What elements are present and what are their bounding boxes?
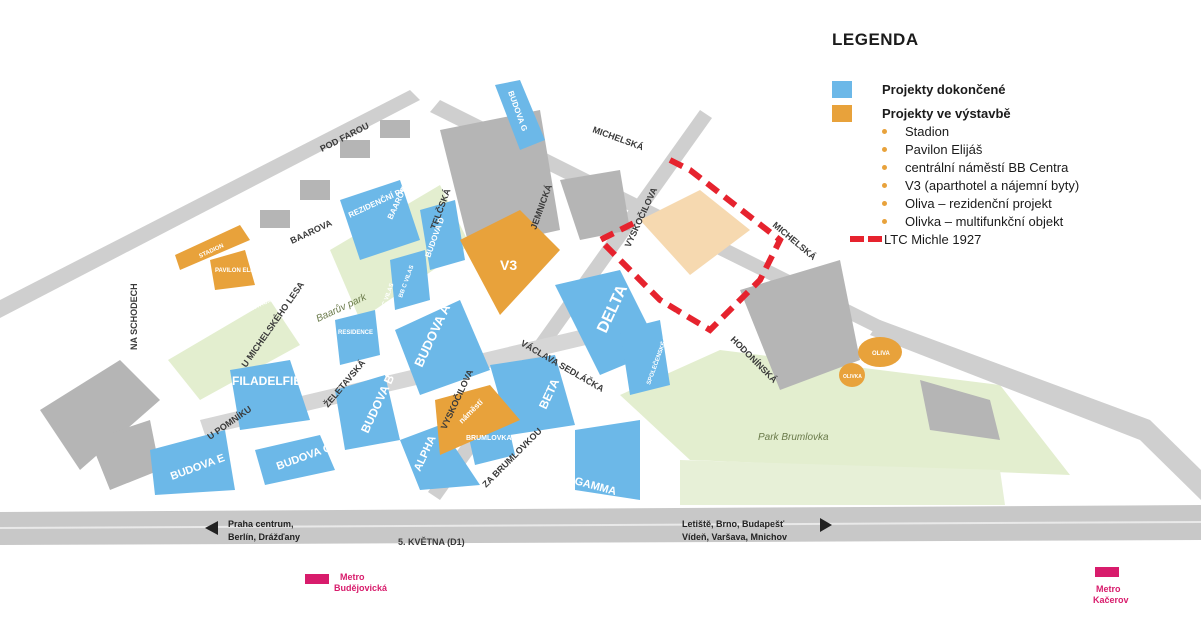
legend-title: LEGENDA bbox=[832, 30, 919, 49]
metro-left-2: Budějovická bbox=[334, 583, 388, 593]
legend-item: Pavilon Elijáš bbox=[832, 140, 1192, 158]
existing-building-10 bbox=[260, 210, 290, 228]
label-oliva: OLIVA bbox=[872, 351, 891, 357]
ltc-label: LTC Michle 1927 bbox=[884, 231, 982, 247]
alpha-shape bbox=[400, 425, 480, 490]
street-michelska-top: MICHELSKÁ bbox=[591, 124, 645, 152]
in-progress-swatch bbox=[832, 104, 852, 122]
bullet-icon bbox=[882, 182, 887, 188]
metro-icon-right bbox=[1095, 567, 1119, 577]
existing-building-2 bbox=[560, 170, 630, 240]
sports-ground-area bbox=[168, 300, 300, 400]
legend-ltc: LTC Michle 1927 bbox=[832, 230, 1192, 248]
bullet-icon bbox=[882, 218, 887, 224]
existing-building-3 bbox=[740, 260, 860, 390]
namesti-shape bbox=[435, 385, 520, 455]
metro-left-1: Metro bbox=[340, 572, 365, 582]
bbc-villas-shape bbox=[390, 250, 430, 310]
lower-green-area bbox=[680, 460, 1005, 505]
ltc-dash-icon bbox=[832, 236, 882, 242]
existing-building-7 bbox=[300, 180, 330, 200]
street-kvetna: 5. KVĚTNA (D1) bbox=[398, 536, 465, 547]
spolecenske-centrum-shape bbox=[620, 320, 670, 395]
bullet-icon bbox=[882, 200, 887, 206]
legend: LEGENDA Projekty dokončené Projekty ve v… bbox=[832, 30, 1192, 248]
in-progress-label: Projekty ve výstavbě bbox=[882, 105, 1011, 121]
legend-in-progress: Projekty ve výstavbě bbox=[832, 104, 1192, 122]
dest-right-1: Letiště, Brno, Budapešť bbox=[682, 519, 785, 529]
street-na-schodech: NA SCHODECH bbox=[129, 283, 139, 350]
budova-c-shape bbox=[255, 435, 335, 485]
budova-e-shape bbox=[150, 430, 235, 495]
budova-g-shape bbox=[495, 80, 545, 150]
label-olivka: OLIVKA bbox=[843, 374, 862, 380]
oliva-shape bbox=[858, 337, 902, 367]
dest-right-2: Vídeň, Varšava, Mnichov bbox=[682, 532, 787, 542]
highway-divider bbox=[0, 521, 1201, 529]
existing-building-8 bbox=[340, 140, 370, 158]
legend-item: Oliva – rezidenční projekt bbox=[832, 194, 1192, 212]
bullet-icon bbox=[882, 128, 887, 134]
metro-right-1: Metro bbox=[1096, 584, 1121, 594]
metro-icon-left bbox=[305, 574, 329, 584]
dest-left-1: Praha centrum, bbox=[228, 519, 294, 529]
label-v3: V3 bbox=[500, 257, 517, 273]
existing-building-9 bbox=[380, 120, 410, 138]
dest-left-2: Berlín, Drážďany bbox=[228, 532, 300, 542]
arrow-right-icon bbox=[820, 518, 832, 532]
budova-b-shape bbox=[335, 375, 400, 450]
existing-building-6 bbox=[920, 380, 1000, 440]
existing-building-4 bbox=[40, 360, 160, 470]
residence-shape bbox=[335, 310, 380, 365]
road-right-curve bbox=[870, 320, 1201, 500]
arrow-left-icon bbox=[205, 521, 218, 535]
label-brumlovka: BRUMLOVKA bbox=[466, 435, 512, 442]
completed-label: Projekty dokončené bbox=[882, 81, 1006, 97]
brumlovka-park-area bbox=[620, 350, 1070, 475]
existing-building-5 bbox=[90, 420, 160, 490]
stadion-shape bbox=[175, 225, 250, 270]
bullet-icon bbox=[882, 164, 887, 170]
olivka-shape bbox=[839, 363, 865, 387]
metro-right-2: Kačerov bbox=[1093, 595, 1129, 605]
budova-a-shape bbox=[395, 300, 490, 395]
completed-swatch bbox=[832, 80, 852, 98]
budova-d-shape bbox=[420, 200, 465, 270]
filadelfie-shape bbox=[230, 360, 310, 430]
legend-item: centrální náměstí BB Centra bbox=[832, 158, 1192, 176]
rezidencni-park-shape bbox=[340, 180, 420, 260]
label-pavilon-elijas: PAVILON ELIJÁŠ bbox=[215, 266, 263, 274]
pavilon-elijas-shape bbox=[210, 250, 255, 290]
label-residence: RESIDENCE bbox=[338, 330, 373, 336]
gamma-shape bbox=[575, 420, 640, 500]
street-baarova: BAAROVA bbox=[289, 218, 334, 246]
legend-item: Olivka – multifunkční objekt bbox=[832, 212, 1192, 230]
label-park-brumlovka: Park Brumlovka bbox=[758, 432, 829, 443]
ltc-courts bbox=[640, 190, 750, 275]
legend-item: Stadion bbox=[832, 122, 1192, 140]
legend-item: V3 (aparthotel a nájemní byty) bbox=[832, 176, 1192, 194]
ltc-boundary bbox=[594, 157, 784, 334]
bullet-icon bbox=[882, 146, 887, 152]
road-pod-farou bbox=[0, 90, 420, 318]
v3-shape bbox=[460, 210, 560, 315]
label-filadelfie: FILADELFIE bbox=[232, 374, 301, 388]
legend-completed: Projekty dokončené bbox=[832, 80, 1192, 98]
